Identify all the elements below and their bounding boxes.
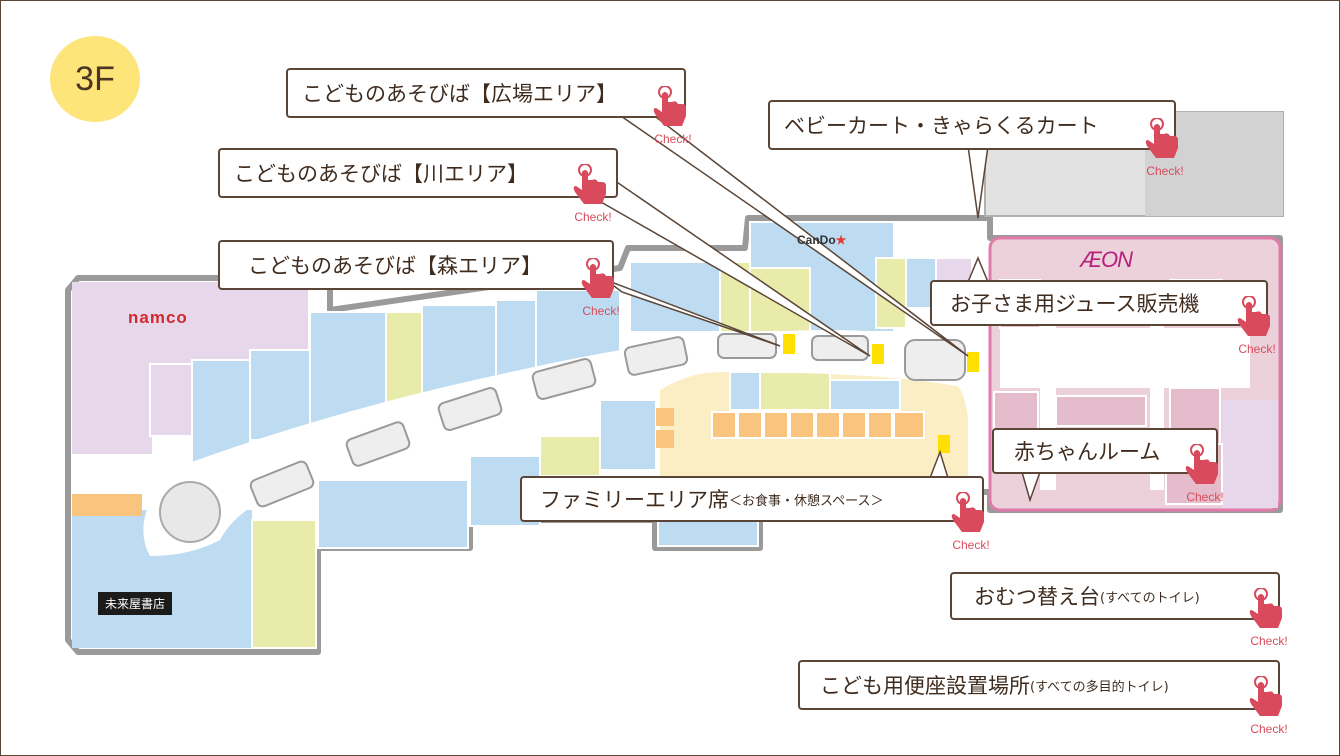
callout-juice-machine[interactable]: お子さま用ジュース販売機 <box>930 280 1268 326</box>
pointing-hand-icon <box>1185 444 1218 484</box>
check-button-family[interactable]: Check! <box>944 492 998 552</box>
callout-juice-label: お子さま用ジュース販売機 <box>950 292 1200 316</box>
aeon-aisle <box>1000 328 1250 388</box>
callout-family-label: ファミリーエリア席 <box>540 488 729 512</box>
check-button-juice[interactable]: Check! <box>1230 296 1284 356</box>
food-court-kitchen <box>656 408 674 426</box>
callout-baby-room-label: 赤ちゃんルーム <box>1014 440 1161 464</box>
callout-stroller-label: ベビーカート・きゃらくるカート <box>784 114 1099 138</box>
check-label: Check! <box>1250 722 1288 736</box>
namco-logo: namco <box>128 308 188 327</box>
food-court-shop <box>829 379 901 411</box>
callout-diaper-sub: (すべてのトイレ) <box>1100 590 1200 606</box>
check-label: Check! <box>654 132 692 146</box>
check-button-stroller[interactable]: Check! <box>1138 118 1192 178</box>
check-label: Check! <box>952 538 990 552</box>
south-shop <box>539 435 601 477</box>
callout-baby-room[interactable]: 赤ちゃんルーム <box>992 428 1218 474</box>
bookstore-label: 未来屋書店 <box>98 592 173 615</box>
west-shop <box>149 363 193 437</box>
play-block-plaza <box>904 339 966 381</box>
north-shop <box>935 257 973 283</box>
callout-plaza-area[interactable]: こどものあそびば【広場エリア】 <box>286 68 686 118</box>
check-button-plaza[interactable]: Check! <box>646 86 700 146</box>
pointing-hand-icon <box>951 492 984 532</box>
pointing-hand-icon <box>653 86 686 126</box>
food-court-kitchen <box>656 430 674 448</box>
aeon-shop <box>1222 400 1278 508</box>
play-block-forest <box>717 333 777 359</box>
food-court-kitchen <box>893 411 925 439</box>
play-block <box>345 421 411 467</box>
cando-logo: CanDo★ <box>797 233 846 247</box>
check-label: Check! <box>1238 342 1276 356</box>
callout-forest-area[interactable]: こどものあそびば【森エリア】 <box>218 240 614 290</box>
callout-plaza-label: こどものあそびば【広場エリア】 <box>302 82 617 106</box>
south-shop <box>317 479 469 549</box>
check-button-diaper[interactable]: Check! <box>1242 588 1296 648</box>
play-block <box>249 460 315 508</box>
check-button-forest[interactable]: Check! <box>574 258 628 318</box>
food-court-kitchen <box>763 411 789 439</box>
callout-family-area[interactable]: ファミリーエリア席 ＜お食事・休憩スペース＞ <box>520 476 984 522</box>
check-button-baby-room[interactable]: Check! <box>1178 444 1232 504</box>
star-icon: ★ <box>835 233 847 247</box>
check-label: Check! <box>574 210 612 224</box>
check-label: Check! <box>1250 634 1288 648</box>
callout-toilet-seat-label: こども用便座設置場所 <box>820 674 1030 698</box>
food-court-kitchen <box>815 411 841 439</box>
check-button-river[interactable]: Check! <box>566 164 620 224</box>
south-shop <box>251 519 317 649</box>
aeon-logo: ÆON <box>1080 247 1133 272</box>
marker-plaza <box>967 352 979 372</box>
pointing-hand-icon <box>1249 588 1282 628</box>
food-court-kitchen <box>867 411 893 439</box>
food-court-kitchen <box>711 411 737 439</box>
food-court-kitchen <box>737 411 763 439</box>
callout-forest-label: こどものあそびば【森エリア】 <box>248 254 542 278</box>
marker-forest <box>783 334 795 354</box>
marker-river <box>872 344 884 364</box>
cando-name: CanDo <box>797 233 836 247</box>
floor-badge: 3F <box>50 36 140 122</box>
check-button-toilet-seat[interactable]: Check! <box>1242 676 1296 736</box>
callout-diaper-label: おむつ替え台 <box>974 585 1100 609</box>
pointing-hand-icon <box>573 164 606 204</box>
namco-zone-lower <box>72 364 152 454</box>
food-court-shop <box>759 371 831 411</box>
marker-family <box>938 435 950 453</box>
check-label: Check! <box>1146 164 1184 178</box>
play-block <box>437 386 503 432</box>
aeon-shop <box>1055 395 1147 427</box>
play-block <box>623 336 689 376</box>
plaza-circle <box>159 481 221 543</box>
south-shop <box>599 399 657 471</box>
check-label: Check! <box>582 304 620 318</box>
west-orange-shop <box>72 494 142 516</box>
callout-toilet-seat[interactable]: こども用便座設置場所 (すべての多目的トイレ) <box>798 660 1280 710</box>
food-court-shop <box>729 371 761 411</box>
check-label: Check! <box>1186 490 1224 504</box>
food-court-kitchen <box>789 411 815 439</box>
callout-diaper[interactable]: おむつ替え台 (すべてのトイレ) <box>950 572 1280 620</box>
food-court-kitchen <box>841 411 867 439</box>
pointing-hand-icon <box>1145 118 1178 158</box>
pointing-hand-icon <box>581 258 614 298</box>
pointing-hand-icon <box>1249 676 1282 716</box>
play-block <box>531 358 597 400</box>
callout-river-label: こどものあそびば【川エリア】 <box>234 162 528 186</box>
pointing-hand-icon <box>1237 296 1270 336</box>
callout-stroller[interactable]: ベビーカート・きゃらくるカート <box>768 100 1176 150</box>
callout-family-sub: ＜お食事・休憩スペース＞ <box>729 493 884 509</box>
callout-river-area[interactable]: こどものあそびば【川エリア】 <box>218 148 618 198</box>
callout-toilet-seat-sub: (すべての多目的トイレ) <box>1030 679 1169 695</box>
